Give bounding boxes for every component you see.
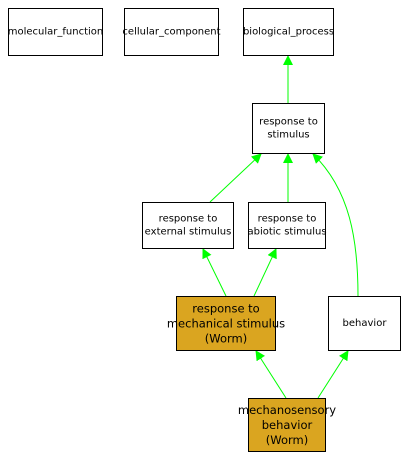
edge-mechanosensory-behavior-to-response-to-mechanical-stimulus xyxy=(255,350,287,399)
edge-behavior-to-response-to-stimulus xyxy=(312,153,359,297)
edge-arrow xyxy=(312,153,359,297)
edge-arrow xyxy=(209,153,262,203)
node-biological-process[interactable]: biological_process xyxy=(243,8,334,56)
node-response-to-stimulus[interactable]: response to stimulus xyxy=(252,103,325,154)
node-box xyxy=(248,398,326,452)
node-label-line: response to xyxy=(159,214,218,225)
node-box xyxy=(8,8,103,56)
node-box xyxy=(176,296,276,351)
node-label-line: (Worm) xyxy=(266,433,308,447)
nodes-layer: molecular_function cellular_component biol… xyxy=(8,8,401,452)
node-box xyxy=(124,8,219,56)
node-box xyxy=(243,8,334,56)
node-label-line: behavior xyxy=(343,318,388,329)
node-cellular-component[interactable]: cellular_component xyxy=(122,8,221,56)
node-label-line: molecular_function xyxy=(8,27,104,38)
node-label-line: external stimulus xyxy=(145,227,232,238)
node-response-to-abiotic-stimulus[interactable]: response to abiotic stimulus xyxy=(247,202,327,249)
edge-arrow xyxy=(253,248,277,297)
node-label-line: response to xyxy=(259,117,318,128)
node-label-line: (Worm) xyxy=(205,332,247,346)
node-label-line: abiotic stimulus xyxy=(247,227,326,238)
node-label-line: behavior xyxy=(262,418,313,432)
edges-layer xyxy=(202,55,359,399)
node-label-line: response to xyxy=(192,302,259,316)
node-label-line: response to xyxy=(258,214,317,225)
node-label-line: cellular_component xyxy=(122,27,220,38)
node-label-line: stimulus xyxy=(267,130,309,141)
node-box xyxy=(252,103,325,154)
edge-response-to-mechanical-stimulus-to-response-to-abiotic-stimulus xyxy=(253,248,277,297)
node-response-to-external-stimulus[interactable]: response to external stimulus xyxy=(142,202,234,249)
node-box xyxy=(328,296,401,351)
node-label-line: biological_process xyxy=(243,27,334,38)
edge-arrow xyxy=(202,248,227,297)
edge-mechanosensory-behavior-to-behavior xyxy=(317,350,349,399)
node-label-line: mechanosensory xyxy=(238,403,336,417)
node-box xyxy=(248,202,326,249)
edge-response-to-external-stimulus-to-response-to-stimulus xyxy=(209,153,262,203)
node-box xyxy=(142,202,234,249)
edge-arrow xyxy=(317,350,349,399)
node-label-line: mechanical stimulus xyxy=(167,317,285,331)
edge-arrow xyxy=(255,350,287,399)
node-behavior[interactable]: behavior xyxy=(328,296,401,351)
edge-response-to-mechanical-stimulus-to-response-to-external-stimulus xyxy=(202,248,227,297)
node-molecular-function[interactable]: molecular_function xyxy=(8,8,104,56)
